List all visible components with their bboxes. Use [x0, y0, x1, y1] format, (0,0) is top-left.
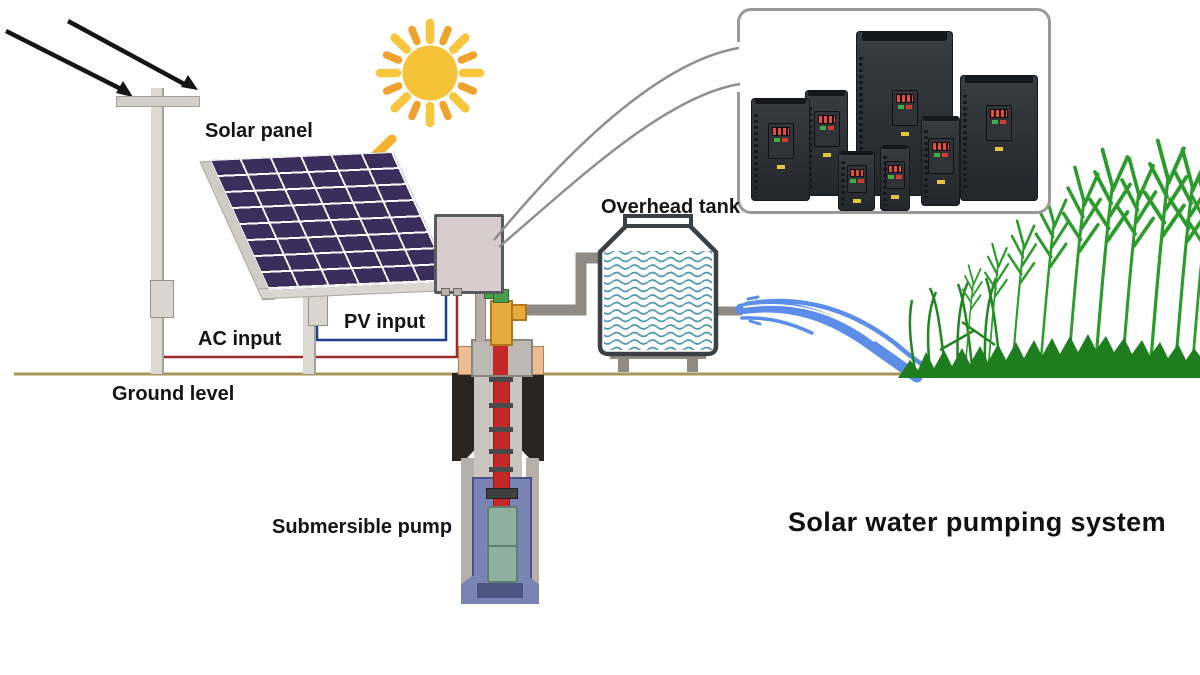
inverter-display [895, 94, 914, 104]
inverter-keypad [986, 105, 1012, 152]
ac-junction-box [150, 280, 174, 318]
pipe-clamp [489, 449, 513, 454]
riser-pipe-top [493, 341, 508, 375]
submersible-pump-label: Submersible pump [272, 516, 453, 538]
pipe-clamp [489, 427, 513, 432]
tank-water [604, 251, 712, 350]
ac-input-label: AC input [198, 328, 282, 350]
inverter [921, 116, 960, 206]
inverter-display [849, 169, 864, 178]
submersible-pump-body [487, 545, 518, 583]
inverter-keypad [927, 137, 954, 184]
inverter-product-inset [737, 8, 1051, 214]
solar-panel-label: Solar panel [205, 120, 313, 142]
ground-level-label: Ground level [112, 383, 235, 405]
solar-panel-cells [210, 151, 453, 290]
power-lines-icon [4, 19, 198, 97]
diagram-title: Solar water pumping system [788, 507, 1166, 537]
inverter-keypad [891, 90, 918, 137]
controller-terminal-pv [441, 288, 450, 296]
inverter-display [931, 141, 950, 151]
inverter [751, 98, 810, 201]
pipe-clamp [486, 488, 518, 499]
inverter-keypad [813, 111, 840, 158]
well-shell-left [461, 458, 474, 590]
wellhead-pipe [490, 300, 513, 346]
controller-terminal-ac [453, 288, 462, 296]
well-wall-right [522, 373, 544, 461]
inverter [880, 145, 910, 211]
overhead-tank-label: Overhead tank [601, 196, 740, 218]
pipe-clamp [489, 403, 513, 408]
inverter-keypad [767, 122, 794, 169]
inverter-display [817, 115, 836, 125]
sun-icon [375, 18, 485, 128]
pump-controller-box [434, 214, 504, 294]
submersible-pump-body [487, 506, 518, 547]
utility-pole-crossbar [116, 96, 200, 107]
utility-pole [151, 88, 164, 374]
well-wall-left [452, 373, 474, 461]
pump-motor-base [477, 583, 523, 598]
inverter-display [771, 126, 790, 136]
inverter-display [990, 109, 1008, 119]
controller-support-post [475, 288, 486, 342]
pump-to-tank-pipe [514, 252, 604, 316]
pv-input-label: PV input [344, 311, 426, 333]
water-jet [735, 295, 944, 383]
pipe-clamp [489, 377, 513, 382]
inverter-keypad [846, 165, 867, 204]
overhead-tank [597, 214, 719, 372]
inverter-display [888, 164, 902, 173]
inverter [838, 151, 875, 211]
inverter-keypad [885, 160, 905, 199]
inverter [960, 75, 1038, 201]
pipe-clamp [489, 467, 513, 472]
